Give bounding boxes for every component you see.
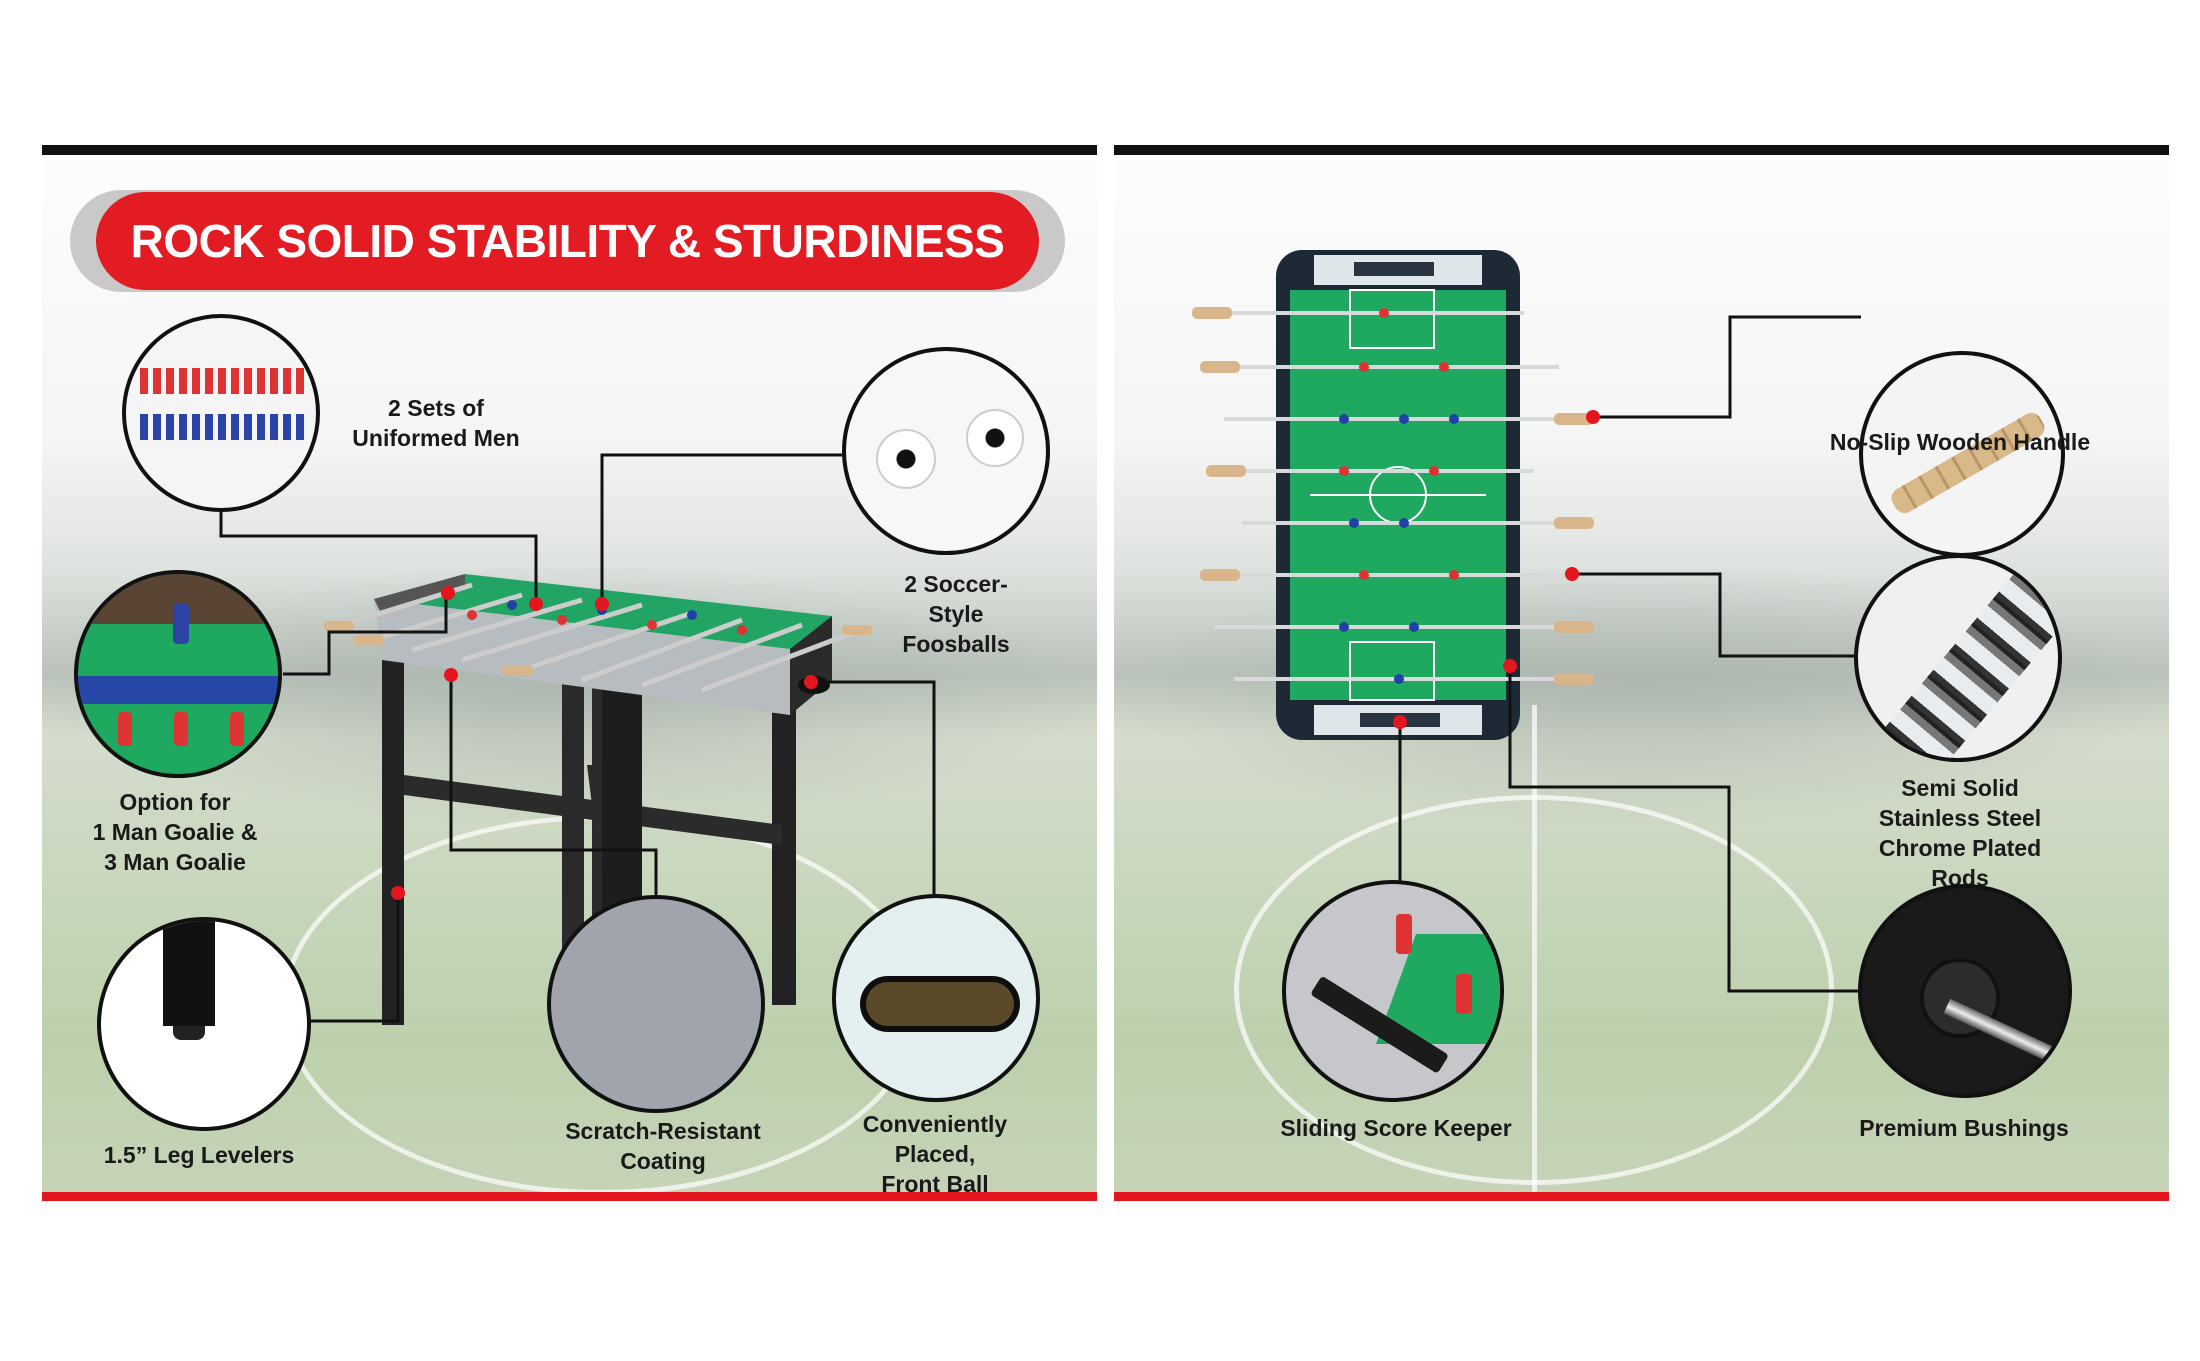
- stability-panel: ROCK SOLID STABILITY & STURDINESS: [42, 145, 1097, 1201]
- foosballs-image: [842, 347, 1050, 555]
- scratch-resistant-image: [547, 895, 765, 1113]
- wooden-handle-label: No-Slip Wooden Handle: [1829, 429, 2091, 455]
- ball-return-label: Conveniently Placed, Front Ball Return: [862, 1111, 1008, 1197]
- callout-dot: [391, 886, 405, 900]
- goalie-option-label: Option for 1 Man Goalie & 3 Man Goalie: [92, 789, 258, 875]
- bushings-label: Premium Bushings: [1859, 1115, 2069, 1141]
- chrome-rods-image: [1854, 554, 2062, 762]
- leg-leveler-image: [97, 917, 311, 1131]
- score-keeper-image: [1282, 880, 1504, 1102]
- leg-levelers-label: 1.5” Leg Levelers: [103, 1142, 295, 1168]
- banner-title: ROCK SOLID STABILITY & STURDINESS: [96, 192, 1039, 290]
- callout-dot: [529, 597, 543, 611]
- callout-dot: [1586, 410, 1600, 424]
- features-panel: No-Slip Wooden Handle Semi Solid Stainle…: [1114, 145, 2169, 1201]
- bushings-image: [1858, 884, 2072, 1098]
- callout-dot: [444, 668, 458, 682]
- foosballs-label: 2 Soccer-Style Foosballs: [902, 571, 1010, 657]
- uniformed-men-image: [122, 314, 320, 512]
- callout-dot: [1565, 567, 1579, 581]
- callout-dot: [441, 586, 455, 600]
- callout-dot: [804, 675, 818, 689]
- goalie-option-image: [74, 570, 282, 778]
- table-top-view: [1192, 250, 1594, 740]
- callout-dot: [1503, 659, 1517, 673]
- ball-return-image: [832, 894, 1040, 1102]
- chrome-rods-label: Semi Solid Stainless Steel Chrome Plated…: [1878, 775, 2042, 891]
- score-keeper-label: Sliding Score Keeper: [1280, 1115, 1512, 1141]
- wooden-handle-image: [1859, 351, 2065, 557]
- callout-dot: [595, 597, 609, 611]
- callout-dot: [1393, 715, 1407, 729]
- scratch-resistant-label: Scratch-Resistant Coating: [565, 1118, 761, 1174]
- uniformed-men-label: 2 Sets of Uniformed Men: [352, 395, 520, 451]
